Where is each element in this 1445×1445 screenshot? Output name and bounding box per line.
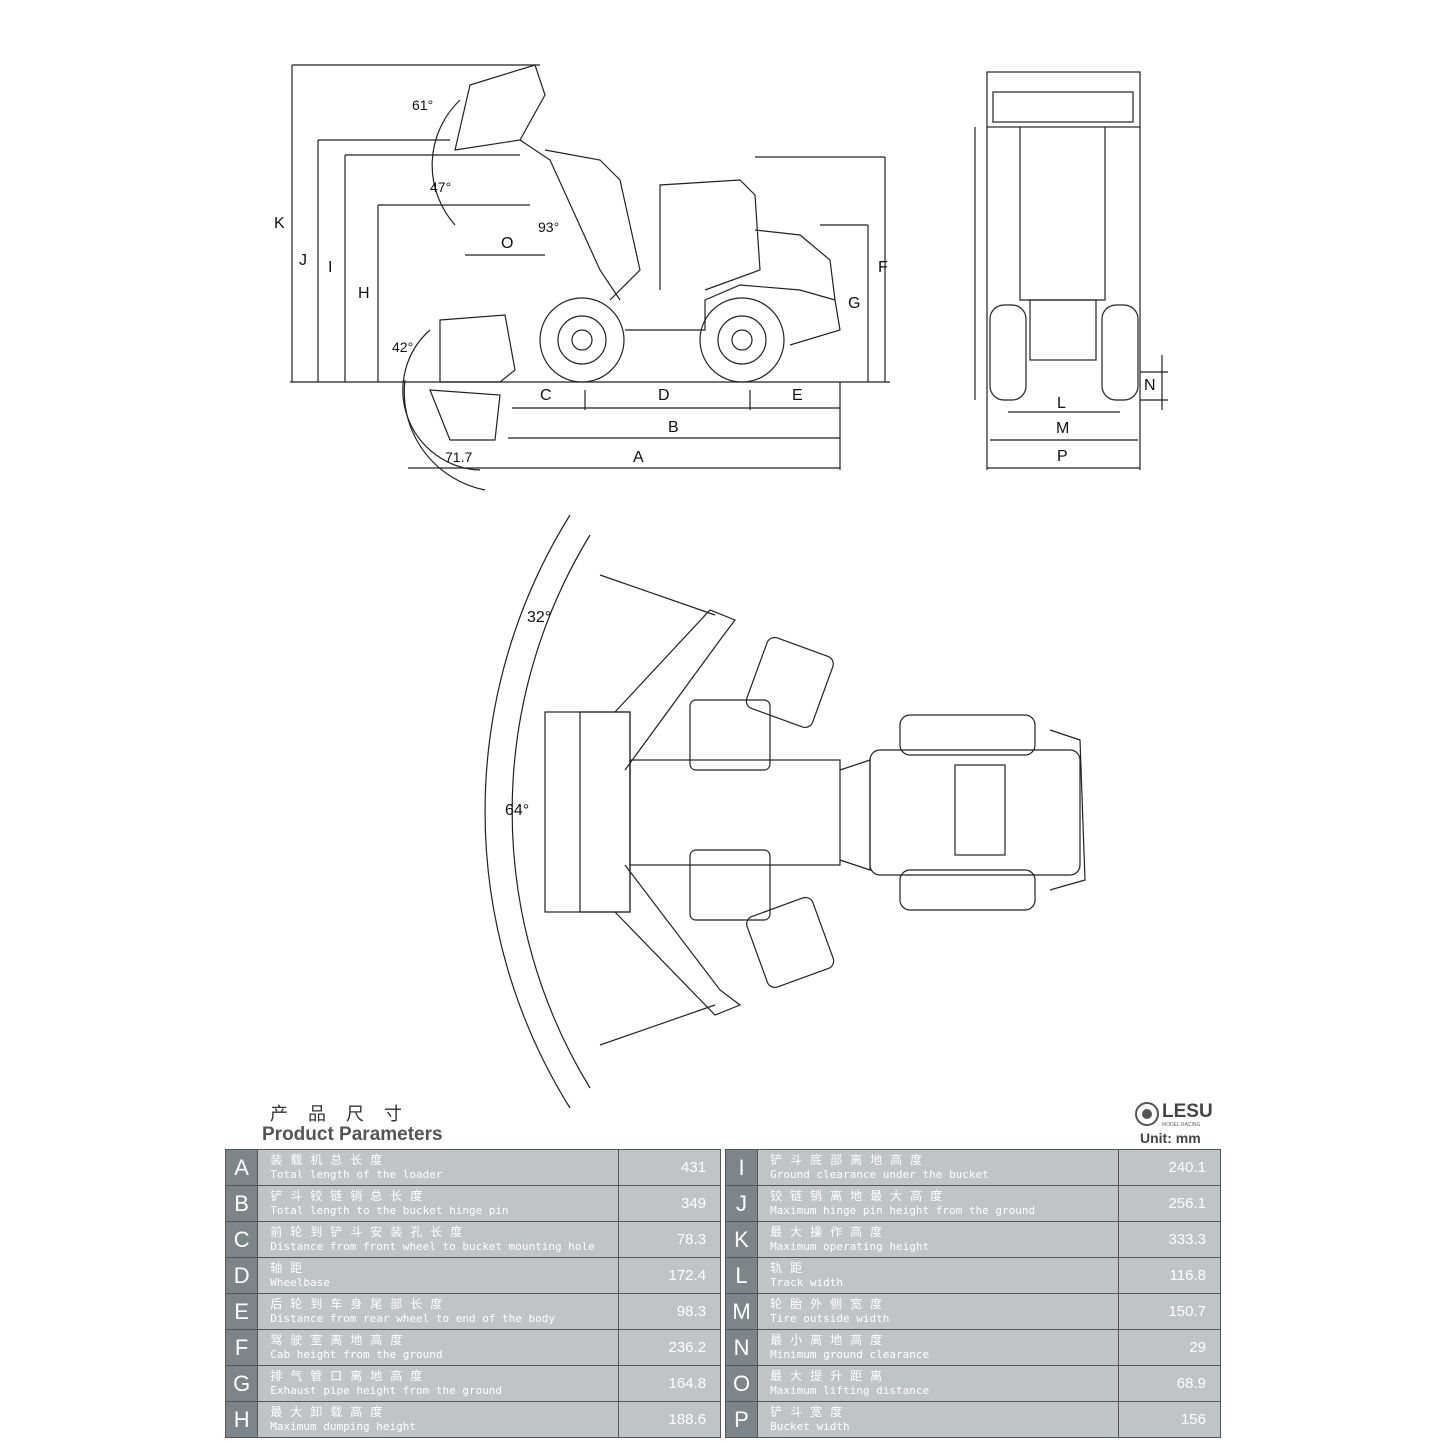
svg-text:B: B — [668, 419, 679, 436]
svg-text:61°: 61° — [412, 97, 433, 113]
param-letter: D — [224, 1257, 259, 1294]
svg-text:E: E — [792, 387, 803, 404]
param-letter: H — [224, 1401, 259, 1438]
front-view-labels: L M P N — [1056, 377, 1156, 465]
param-value: 333.3 — [1117, 1221, 1221, 1258]
param-value: 78.3 — [617, 1221, 722, 1258]
param-letter: G — [224, 1365, 259, 1402]
param-letter: C — [224, 1221, 259, 1258]
svg-text:J: J — [299, 252, 307, 269]
brand-subtitle: MODEL RACING — [1162, 1122, 1201, 1128]
param-value: 256.1 — [1117, 1185, 1221, 1222]
param-letter: J — [724, 1185, 759, 1222]
svg-text:D: D — [658, 387, 670, 404]
svg-text:A: A — [633, 449, 644, 466]
param-letter: N — [724, 1329, 759, 1366]
param-value: 29 — [1117, 1329, 1221, 1366]
lesu-logo: LESU MODEL RACING — [1134, 1100, 1224, 1130]
svg-text:71.7: 71.7 — [445, 449, 472, 465]
param-letter: E — [224, 1293, 259, 1330]
svg-text:I: I — [328, 259, 332, 276]
svg-text:F: F — [878, 259, 888, 276]
param-value: 98.3 — [617, 1293, 722, 1330]
param-value: 116.8 — [1117, 1257, 1221, 1294]
brand-name: LESU — [1162, 1101, 1213, 1122]
svg-text:K: K — [274, 215, 285, 232]
svg-text:P: P — [1057, 448, 1068, 465]
param-value: 150.7 — [1117, 1293, 1221, 1330]
title-english: Product Parameters — [262, 1124, 443, 1145]
param-value: 349 — [617, 1185, 722, 1222]
svg-text:H: H — [358, 285, 370, 302]
front-view — [974, 71, 1168, 470]
param-value: 172.4 — [617, 1257, 722, 1294]
param-value: 431 — [617, 1149, 722, 1186]
param-letter: B — [224, 1185, 259, 1222]
param-value: 236.2 — [617, 1329, 722, 1366]
svg-text:C: C — [540, 387, 552, 404]
svg-text:N: N — [1144, 377, 1156, 394]
svg-text:64°: 64° — [505, 802, 529, 819]
param-value: 68.9 — [1117, 1365, 1221, 1402]
param-letter: M — [724, 1293, 759, 1330]
lion-icon — [1135, 1102, 1159, 1126]
svg-text:G: G — [848, 295, 860, 312]
svg-text:M: M — [1056, 420, 1069, 437]
svg-text:32°: 32° — [527, 609, 551, 626]
param-letter: P — [724, 1401, 759, 1438]
technical-drawing: K J I H F G O C D E B A 61° 47° 93° 42° … — [274, 64, 1168, 1109]
svg-text:93°: 93° — [538, 219, 559, 235]
side-view-labels: K J I H F G O C D E B A 61° 47° 93° 42° … — [274, 97, 888, 466]
top-view-labels: 32° 64° — [505, 609, 551, 819]
param-value: 188.6 — [617, 1401, 722, 1438]
param-letter: F — [224, 1329, 259, 1366]
unit-label: Unit: mm — [1140, 1130, 1201, 1146]
side-view — [290, 64, 890, 491]
svg-text:47°: 47° — [430, 179, 451, 195]
title-chinese: 产品尺寸 — [270, 1104, 422, 1125]
param-value: 164.8 — [617, 1365, 722, 1402]
svg-text:42°: 42° — [392, 339, 413, 355]
param-value: 156 — [1117, 1401, 1221, 1438]
svg-text:O: O — [501, 235, 513, 252]
svg-text:L: L — [1057, 395, 1066, 412]
param-letter: L — [724, 1257, 759, 1294]
param-letter: O — [724, 1365, 759, 1402]
param-letter: K — [724, 1221, 759, 1258]
param-value: 240.1 — [1117, 1149, 1221, 1186]
param-letter: I — [724, 1149, 759, 1186]
top-view — [484, 514, 1086, 1109]
param-letter: A — [224, 1149, 259, 1186]
